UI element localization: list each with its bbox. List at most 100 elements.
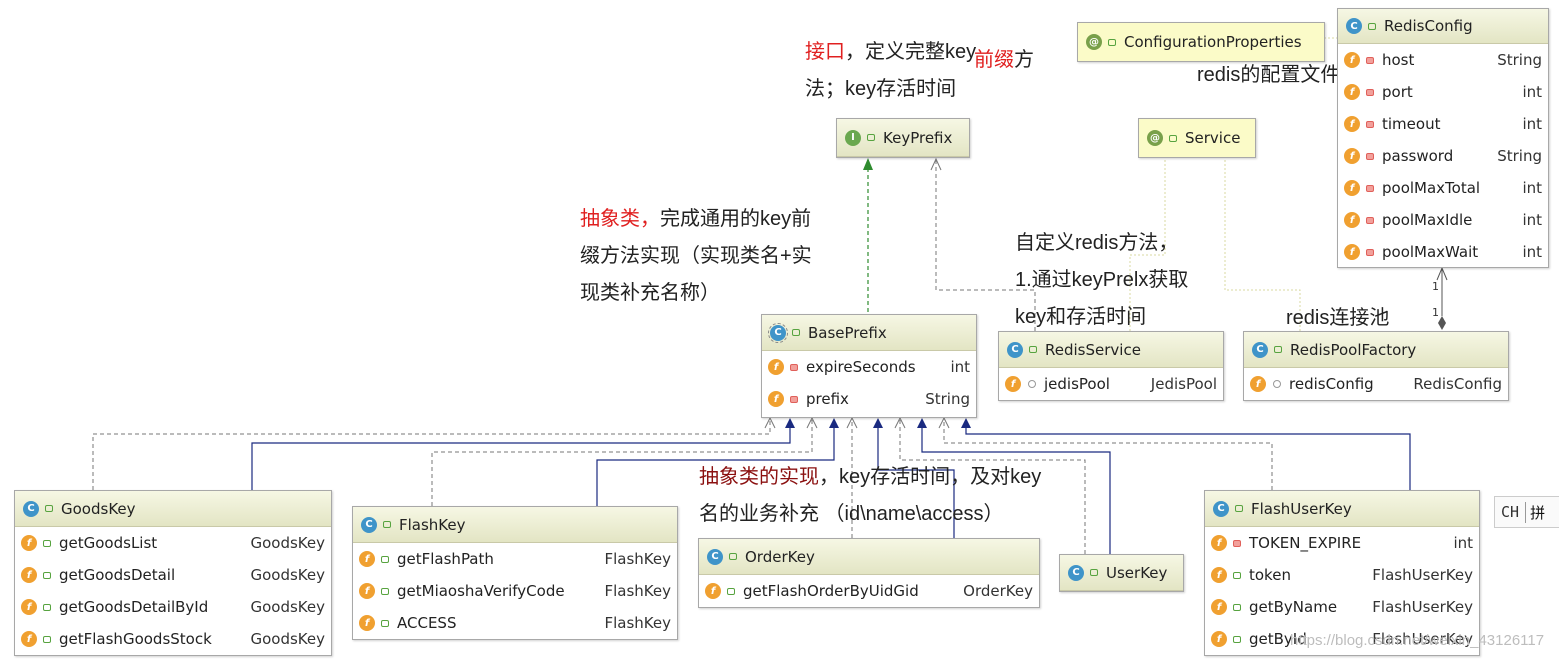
public-icon	[1233, 603, 1241, 611]
public-icon	[729, 553, 737, 560]
public-icon	[1169, 134, 1177, 142]
annotation-service[interactable]: @ Service	[1138, 118, 1256, 158]
field-icon: f	[768, 391, 784, 407]
field-icon: f	[1344, 244, 1360, 260]
static-field-icon: f	[21, 631, 37, 647]
field-icon: f	[1344, 148, 1360, 164]
interface-note-overlap: 前缀方	[974, 49, 1034, 71]
field-icon: f	[1250, 376, 1266, 392]
class-keyprefix[interactable]: I KeyPrefix	[836, 118, 970, 158]
public-icon	[381, 555, 389, 563]
static-field-icon: f	[1211, 567, 1227, 583]
multiplicity-bottom: 1	[1432, 306, 1439, 319]
class-icon: C	[1346, 18, 1362, 34]
ime-indicator[interactable]: CH 拼	[1494, 496, 1559, 528]
field-icon: f	[1344, 212, 1360, 228]
static-field-icon: f	[1211, 535, 1227, 551]
private-icon	[1366, 120, 1374, 128]
class-name: RedisService	[1045, 340, 1141, 359]
watermark: https://blog.csdn.net/weixin_43126117	[1290, 632, 1545, 649]
public-icon	[381, 587, 389, 595]
public-icon	[381, 619, 389, 627]
public-icon	[792, 329, 800, 336]
field-icon: f	[1344, 84, 1360, 100]
config-note: redis的配置文件	[1197, 64, 1341, 86]
static-field-icon: f	[705, 583, 721, 599]
pool-note: redis连接池	[1286, 307, 1390, 329]
public-icon	[43, 603, 51, 611]
class-name: Service	[1185, 129, 1241, 147]
package-private-icon	[1273, 380, 1281, 388]
class-icon: C	[707, 548, 723, 565]
class-name: KeyPrefix	[883, 128, 953, 147]
static-field-icon: f	[359, 551, 375, 567]
private-icon	[1366, 88, 1374, 96]
annotation-configurationproperties[interactable]: @ ConfigurationProperties	[1077, 22, 1325, 62]
public-icon	[43, 539, 51, 547]
annotation-line-pool	[1224, 159, 1301, 331]
private-icon	[1366, 184, 1374, 192]
interface-note: 接口，定义完整key 法；key存活时间	[805, 41, 977, 100]
class-icon: C	[1007, 341, 1023, 358]
class-icon: C	[1213, 500, 1229, 517]
static-field-icon: f	[21, 535, 37, 551]
private-icon	[1366, 56, 1374, 64]
public-icon	[727, 587, 735, 595]
implements-arrowhead	[863, 158, 873, 170]
static-field-icon: f	[1211, 631, 1227, 647]
public-icon	[1235, 505, 1243, 512]
private-icon	[790, 395, 798, 403]
annotation-line-service	[1129, 159, 1166, 331]
public-icon	[1233, 635, 1241, 643]
class-name: OrderKey	[745, 547, 815, 566]
public-icon	[43, 635, 51, 643]
class-name: RedisConfig	[1384, 17, 1473, 35]
annotation-icon: @	[1147, 130, 1163, 146]
multiplicity-top: 1	[1432, 280, 1439, 293]
class-userkey[interactable]: C UserKey	[1059, 554, 1184, 592]
class-name: FlashKey	[399, 515, 466, 534]
interface-icon: I	[845, 129, 861, 146]
dependency-line	[935, 160, 1036, 331]
private-icon	[1366, 152, 1374, 160]
private-icon	[1366, 216, 1374, 224]
static-field-icon: f	[1211, 599, 1227, 615]
private-icon	[1366, 248, 1374, 256]
class-icon: C	[23, 500, 39, 517]
private-icon	[1233, 539, 1241, 547]
annotation-icon: @	[1086, 34, 1102, 50]
public-icon	[1090, 569, 1098, 576]
